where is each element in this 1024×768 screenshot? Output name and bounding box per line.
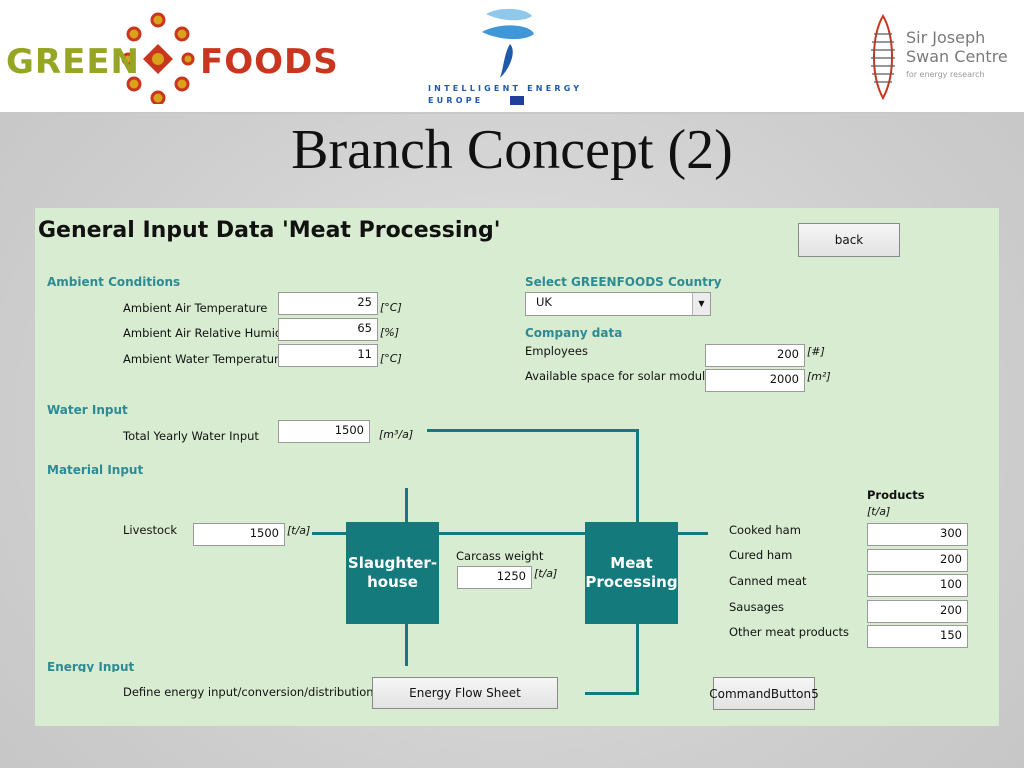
ambient-humidity-field[interactable]: 65 xyxy=(278,318,378,341)
swan-logo-line1: Sir Joseph xyxy=(906,28,986,47)
solar-space-label: Available space for solar moduls xyxy=(525,369,712,383)
company-data-heading: Company data xyxy=(525,326,623,340)
slaughterhouse-label: Slaughter- house xyxy=(347,554,438,591)
ambient-air-temp-field[interactable]: 25 xyxy=(278,292,378,315)
water-input-label: Total Yearly Water Input xyxy=(123,429,259,443)
greenfoods-foods-text: FOODS xyxy=(200,42,339,82)
chevron-down-icon[interactable]: ▼ xyxy=(692,293,710,315)
swan-centre-logo: Sir Joseph Swan Centre for energy resear… xyxy=(866,14,1016,101)
greenfoods-green-text: GREEN xyxy=(6,42,140,82)
water-input-field[interactable]: 1500 xyxy=(278,420,370,443)
energy-input-label: Define energy input/conversion/distribut… xyxy=(123,685,392,699)
livestock-field[interactable]: 1500 xyxy=(193,523,285,546)
iee-logo: INTELLIGENT ENERGY EUROPE xyxy=(420,6,600,110)
slaughterhouse-block: Slaughter- house xyxy=(346,522,439,624)
livestock-label: Livestock xyxy=(123,523,178,537)
water-flow-line-v xyxy=(636,429,639,522)
ambient-water-temp-field[interactable]: 11 xyxy=(278,344,378,367)
swan-logo-line3: for energy research xyxy=(906,70,985,79)
ambient-water-temp-unit: [°C] xyxy=(380,352,402,365)
energy-flow-sheet-button[interactable]: Energy Flow Sheet xyxy=(372,677,558,709)
greenfoods-logo: GREEN FOODS xyxy=(6,12,338,106)
water-flow-line-h xyxy=(427,429,638,432)
employees-unit: [#] xyxy=(807,345,825,358)
ambient-water-temp-label: Ambient Water Temperature xyxy=(123,352,286,366)
material-input-heading: Material Input xyxy=(47,463,144,477)
carcass-flow-line xyxy=(439,532,585,535)
ambient-air-temp-unit: [°C] xyxy=(380,301,402,314)
command-button-5[interactable]: CommandButton5 xyxy=(709,677,819,710)
employees-label: Employees xyxy=(525,344,588,358)
product-field-sausages[interactable]: 200 xyxy=(867,600,968,623)
product-label-canned-meat: Canned meat xyxy=(729,574,807,588)
swan-lamp-icon xyxy=(871,14,895,101)
country-select[interactable]: UK ▼ xyxy=(525,292,711,316)
energy-input-heading: Energy Input xyxy=(47,660,135,672)
ambient-humidity-unit: [%] xyxy=(380,326,400,339)
product-label-cooked-ham: Cooked ham xyxy=(729,523,801,537)
product-label-other: Other meat products xyxy=(729,625,850,639)
products-heading: Products xyxy=(867,488,925,502)
energy-flow-line xyxy=(585,692,639,695)
iee-logo-line1: INTELLIGENT ENERGY xyxy=(428,84,583,93)
slide-title: Branch Concept (2) xyxy=(291,119,733,181)
products-unit: [t/a] xyxy=(867,505,891,518)
ambient-humidity-label: Ambient Air Relative Humidity xyxy=(123,326,297,340)
products-flow-line xyxy=(678,532,708,535)
country-select-value: UK xyxy=(536,295,552,309)
processing-bottom-line xyxy=(636,624,639,694)
product-field-cooked-ham[interactable]: 300 xyxy=(867,523,968,546)
form-title: General Input Data 'Meat Processing' xyxy=(38,218,501,243)
header-bar: GREEN FOODS INTELLIGENT ENERGY EUROPE Si… xyxy=(0,0,1024,114)
employees-field[interactable]: 200 xyxy=(705,344,805,367)
livestock-unit: [t/a] xyxy=(287,524,311,537)
product-field-other[interactable]: 150 xyxy=(867,625,968,648)
water-input-unit: [m³/a] xyxy=(379,428,414,441)
meat-processing-form: General Input Data 'Meat Processing' bac… xyxy=(35,208,999,726)
product-label-cured-ham: Cured ham xyxy=(729,548,793,562)
slaughterhouse-bottom-line xyxy=(405,624,408,666)
swan-logo-line2: Swan Centre xyxy=(906,47,1008,66)
solar-space-field[interactable]: 2000 xyxy=(705,369,805,392)
country-heading: Select GREENFOODS Country xyxy=(525,275,722,289)
meat-processing-label: Meat Processing xyxy=(585,554,678,591)
back-button[interactable]: back xyxy=(798,223,900,257)
product-field-cured-ham[interactable]: 200 xyxy=(867,549,968,572)
carcass-weight-label: Carcass weight xyxy=(456,549,544,563)
meat-processing-block: Meat Processing xyxy=(585,522,678,624)
product-label-sausages: Sausages xyxy=(729,600,785,614)
product-field-canned-meat[interactable]: 100 xyxy=(867,574,968,597)
livestock-flow-line xyxy=(312,532,346,535)
solar-space-unit: [m²] xyxy=(807,370,831,383)
eu-flag-icon xyxy=(510,96,524,105)
carcass-weight-field[interactable]: 1250 xyxy=(457,566,532,589)
water-input-heading: Water Input xyxy=(47,403,128,417)
ambient-air-temp-label: Ambient Air Temperature xyxy=(123,301,268,315)
iee-logo-line2: EUROPE xyxy=(428,96,484,105)
slaughterhouse-top-line xyxy=(405,488,408,522)
ambient-conditions-heading: Ambient Conditions xyxy=(47,275,181,289)
carcass-weight-unit: [t/a] xyxy=(534,567,558,580)
